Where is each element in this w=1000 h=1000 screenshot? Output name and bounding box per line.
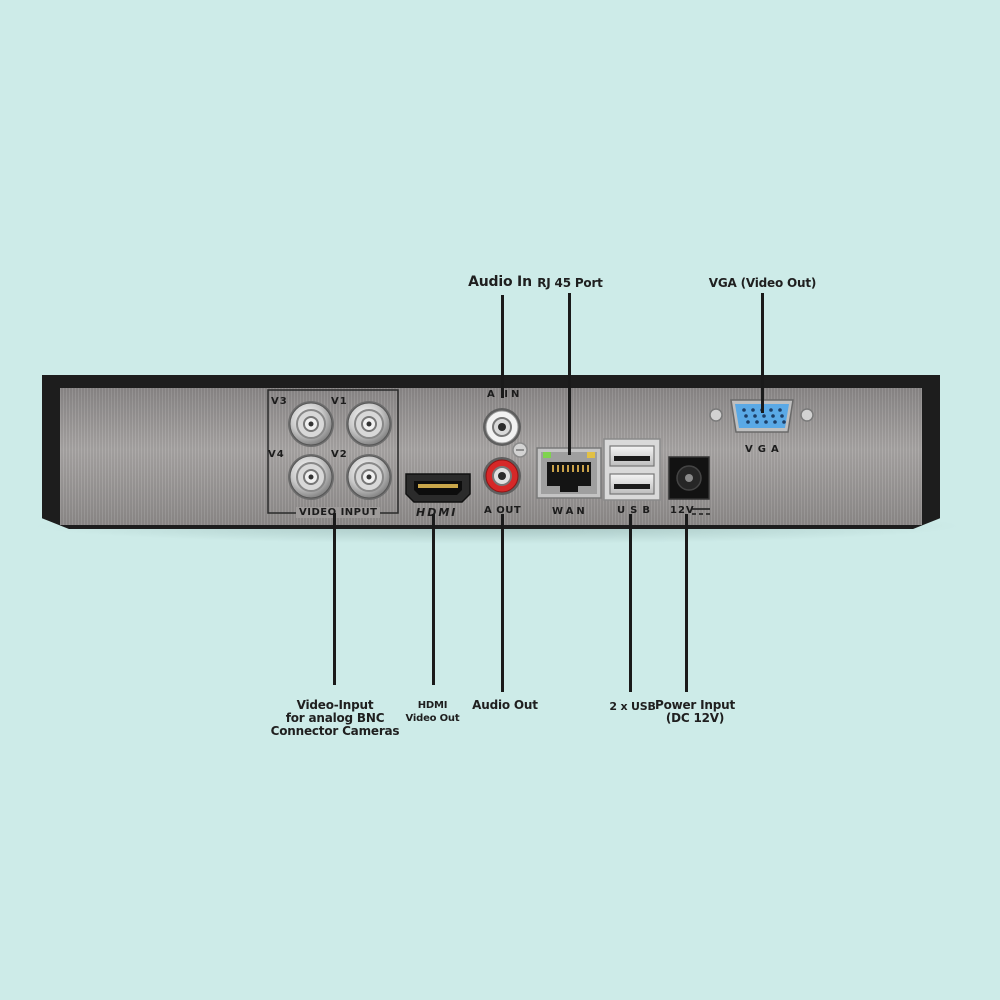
leader-line-audio-out [501, 514, 504, 692]
panel-label-vga: VGA [745, 444, 784, 455]
bnc-connector-v2 [346, 454, 392, 500]
panel-label-wan: WAN [552, 506, 588, 517]
callout-audio-out: Audio Out [472, 698, 538, 712]
dc-symbol-icon [692, 508, 710, 515]
panel-label-a-in: A IN [487, 389, 523, 400]
panel-label-v3: V3 [271, 396, 288, 407]
usb-ports [603, 438, 661, 501]
vga-screw-right [800, 408, 814, 422]
callout-power-input: Power Input (DC 12V) [654, 698, 736, 725]
callout-audio-in: Audio In [468, 274, 532, 290]
dc-power-jack [668, 456, 710, 500]
leader-line-usb [629, 514, 632, 692]
leader-line-power [685, 514, 688, 692]
audio-in-rca-jack [483, 408, 521, 446]
callout-video-input: Video-Input for analog BNC Connector Cam… [270, 698, 400, 738]
audio-out-rca-jack [483, 457, 521, 495]
leader-line-vga [761, 293, 764, 413]
panel-label-hdmi: HDMI [416, 506, 458, 519]
hdmi-port [405, 473, 471, 503]
bnc-connector-v4 [288, 454, 334, 500]
callout-hdmi-video-out: HDMI Video Out [405, 700, 460, 724]
rj45-activity-led [587, 452, 595, 458]
callout-rj45-port: RJ 45 Port [537, 276, 603, 290]
leader-line-rj45 [568, 293, 571, 455]
leader-line-video-input [333, 513, 336, 685]
rj45-port [536, 447, 602, 499]
ground-screw [512, 442, 528, 458]
bnc-connector-v3 [288, 401, 334, 447]
panel-label-v1: V1 [331, 396, 348, 407]
panel-label-12v: 12V [670, 505, 695, 516]
bnc-connector-v1 [346, 401, 392, 447]
panel-label-v2: V2 [331, 449, 348, 460]
panel-label-a-out: A OUT [484, 505, 522, 516]
rj45-link-led [543, 452, 551, 458]
callout-usb: 2 x USB [609, 700, 656, 713]
panel-label-video-input: VIDEO INPUT [296, 507, 381, 518]
leader-line-hdmi [432, 514, 435, 685]
panel-label-usb: USB [617, 505, 655, 516]
panel-label-v4: V4 [268, 449, 285, 460]
leader-line-audio-in [501, 295, 504, 398]
vga-screw-left [709, 408, 723, 422]
callout-vga-out: VGA (Video Out) [708, 276, 817, 290]
